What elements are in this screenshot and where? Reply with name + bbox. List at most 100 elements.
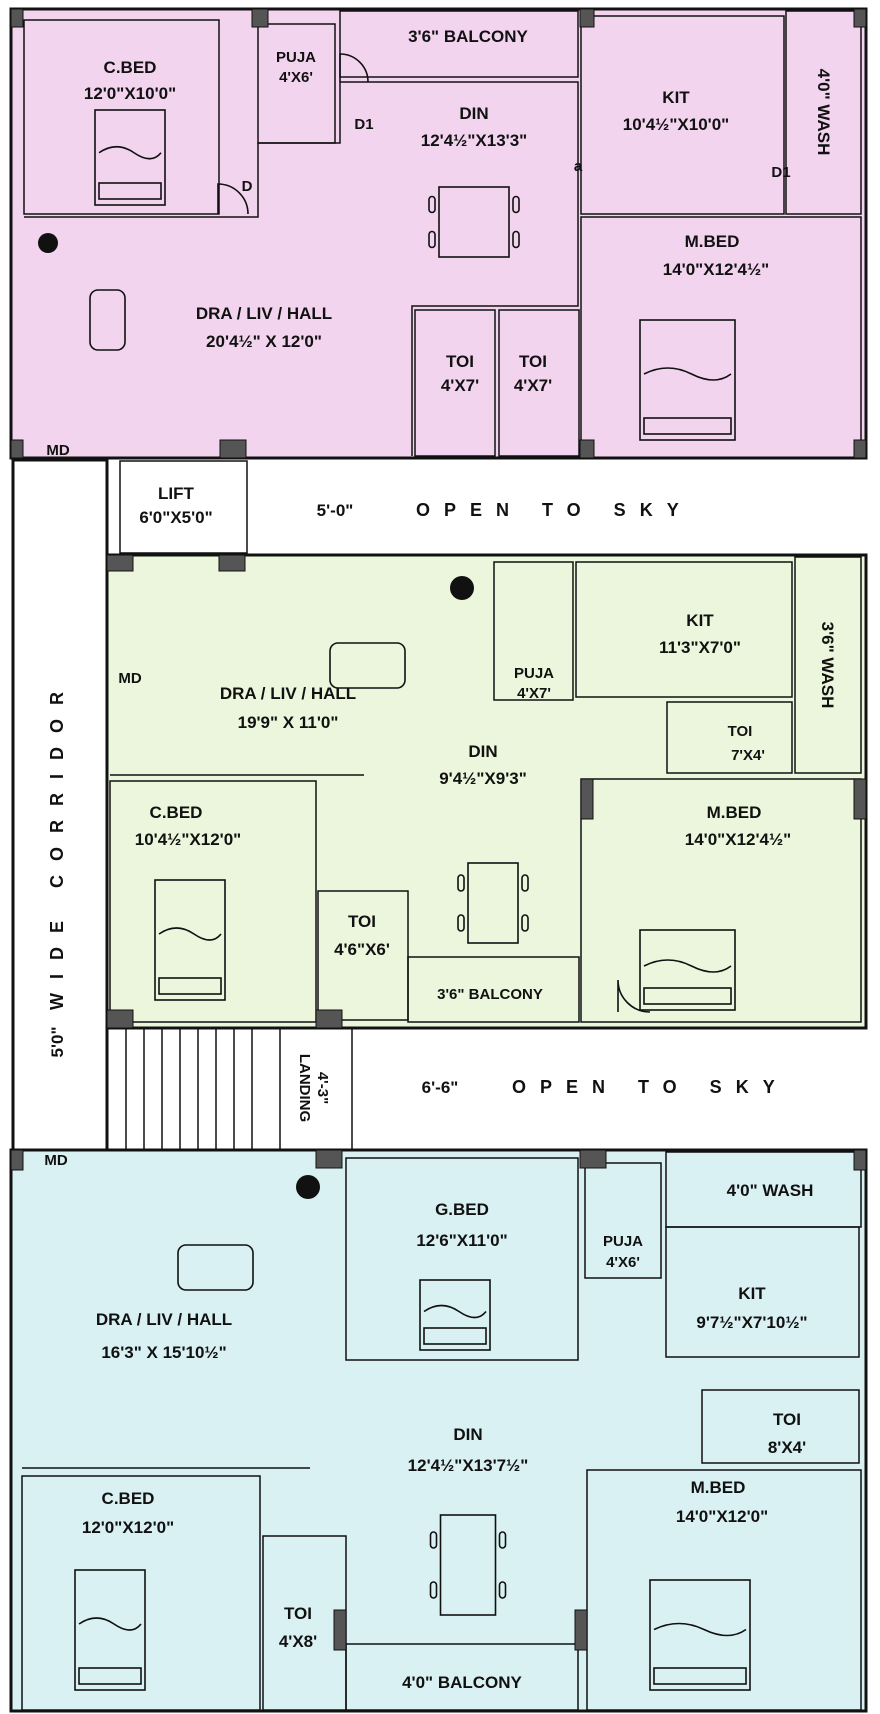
hall-name: DRA / LIV / HALL bbox=[96, 1310, 232, 1329]
chair bbox=[498, 1581, 507, 1599]
chair bbox=[457, 914, 465, 932]
landing-label: LANDING bbox=[296, 1054, 313, 1122]
bed-frame bbox=[94, 109, 166, 206]
chair bbox=[429, 1581, 438, 1599]
room-puja bbox=[493, 561, 574, 701]
bed-icon bbox=[154, 879, 226, 1001]
dining-table bbox=[467, 862, 519, 944]
coffee-table-icon bbox=[89, 289, 126, 351]
kit-name: KIT bbox=[686, 611, 714, 630]
puja-name: PUJA bbox=[276, 49, 316, 66]
dining-table bbox=[439, 1514, 497, 1616]
bed-frame bbox=[74, 1569, 146, 1691]
bed-icon bbox=[94, 109, 166, 206]
room-kit bbox=[580, 15, 785, 215]
balcony-label: 3'6" BALCONY bbox=[437, 986, 543, 1003]
hall-name: DRA / LIV / HALL bbox=[196, 304, 332, 323]
c-bed-size: 12'0"X12'0" bbox=[82, 1518, 174, 1537]
door-label: D bbox=[242, 178, 253, 195]
wash-label: 4'0" WASH bbox=[814, 69, 833, 156]
column bbox=[580, 778, 594, 820]
room-puja bbox=[584, 1162, 662, 1279]
room-c-bed bbox=[23, 19, 220, 215]
column bbox=[574, 1609, 588, 1651]
room-toi-1 bbox=[701, 1389, 860, 1464]
lamp-icon bbox=[296, 1175, 320, 1199]
unit-middle: DRA / LIV / HALL 19'9" X 11'0" PUJA 4'X7… bbox=[105, 553, 868, 1030]
kit-size: 10'4½"X10'0" bbox=[623, 115, 729, 134]
coffee-table-icon bbox=[329, 642, 406, 689]
chair bbox=[429, 1531, 438, 1549]
column bbox=[333, 1609, 347, 1651]
c-bed-name: C.BED bbox=[104, 58, 157, 77]
unit-bottom-outline bbox=[9, 1148, 868, 1713]
bed-sheet bbox=[78, 1617, 142, 1631]
chair bbox=[521, 874, 529, 892]
door-label: a bbox=[574, 158, 583, 175]
column bbox=[10, 1149, 24, 1171]
bed-sheet bbox=[653, 1622, 747, 1637]
room-toi-2 bbox=[317, 890, 409, 1021]
puja-size: 4'X6' bbox=[279, 69, 313, 86]
wash-label: 3'6" WASH bbox=[818, 622, 837, 709]
bed-frame bbox=[649, 1579, 751, 1691]
lift-size: 6'0"X5'0" bbox=[139, 508, 212, 527]
kit-name: KIT bbox=[738, 1284, 766, 1303]
wash-label: 4'0" WASH bbox=[727, 1181, 814, 1200]
lamp-icon bbox=[38, 233, 58, 253]
bed-pillows bbox=[423, 1327, 487, 1345]
bed-frame bbox=[154, 879, 226, 1001]
din-name: DIN bbox=[453, 1425, 482, 1444]
gap-top-dimension: 5'-0" bbox=[317, 501, 354, 520]
open-to-sky-bottom: OPEN TO SKY bbox=[512, 1077, 789, 1097]
door-swing-icon bbox=[339, 53, 369, 83]
bed-pillows bbox=[653, 1667, 747, 1685]
column bbox=[106, 554, 134, 572]
coffee-table-icon bbox=[177, 1244, 254, 1291]
bed-icon bbox=[639, 319, 736, 441]
hall-size: 20'4½" X 12'0" bbox=[206, 332, 322, 351]
door-swing-icon bbox=[617, 979, 651, 1013]
column bbox=[579, 1149, 607, 1169]
bed-pillows bbox=[78, 1667, 142, 1685]
bed-icon bbox=[649, 1579, 751, 1691]
c-bed-name: C.BED bbox=[150, 803, 203, 822]
room-c-bed bbox=[21, 1475, 261, 1711]
main-door-label: MD bbox=[46, 442, 69, 459]
bed-sheet bbox=[98, 145, 162, 160]
toi-1-name: TOI bbox=[446, 352, 474, 371]
unit-top: C.BED 12'0"X10'0" PUJA 4'X6' 3'6" BALCON… bbox=[9, 7, 868, 460]
puja-name: PUJA bbox=[603, 1233, 643, 1250]
column bbox=[219, 439, 247, 459]
g-bed-name: G.BED bbox=[435, 1200, 489, 1219]
open-to-sky-top: OPEN TO SKY bbox=[416, 500, 693, 520]
toi-2-name: TOI bbox=[348, 912, 376, 931]
bed-icon bbox=[639, 929, 736, 1011]
column bbox=[218, 554, 246, 572]
din-name: DIN bbox=[459, 104, 488, 123]
din-size: 12'4½"X13'7½" bbox=[408, 1456, 529, 1475]
furniture-layer bbox=[38, 53, 751, 1691]
column bbox=[853, 439, 867, 459]
column bbox=[10, 439, 24, 459]
column bbox=[853, 1149, 867, 1171]
lamp-icon bbox=[450, 576, 474, 600]
hall-size: 16'3" X 15'10½" bbox=[101, 1343, 226, 1362]
unit-middle-outline bbox=[105, 553, 868, 1030]
dining-table-icon bbox=[457, 862, 529, 944]
door-label: D1 bbox=[771, 164, 790, 181]
bed-frame bbox=[639, 319, 736, 441]
lift-shaft bbox=[119, 460, 248, 554]
room-balcony bbox=[407, 956, 580, 1023]
chair bbox=[428, 195, 436, 214]
gap-bottom-dimension: 6'-6" bbox=[422, 1078, 459, 1097]
toi-2-size: 4'X8' bbox=[279, 1632, 317, 1651]
bed-icon bbox=[74, 1569, 146, 1691]
bed-pillows bbox=[643, 417, 732, 435]
door-swing-icon bbox=[217, 183, 249, 215]
unit-bottom: DRA / LIV / HALL 16'3" X 15'10½" G.BED 1… bbox=[9, 1148, 868, 1713]
m-bed-size: 14'0"X12'4½" bbox=[685, 830, 791, 849]
column bbox=[853, 778, 867, 820]
toi-1-name: TOI bbox=[773, 1410, 801, 1429]
balcony-label: 3'6" BALCONY bbox=[408, 27, 528, 46]
